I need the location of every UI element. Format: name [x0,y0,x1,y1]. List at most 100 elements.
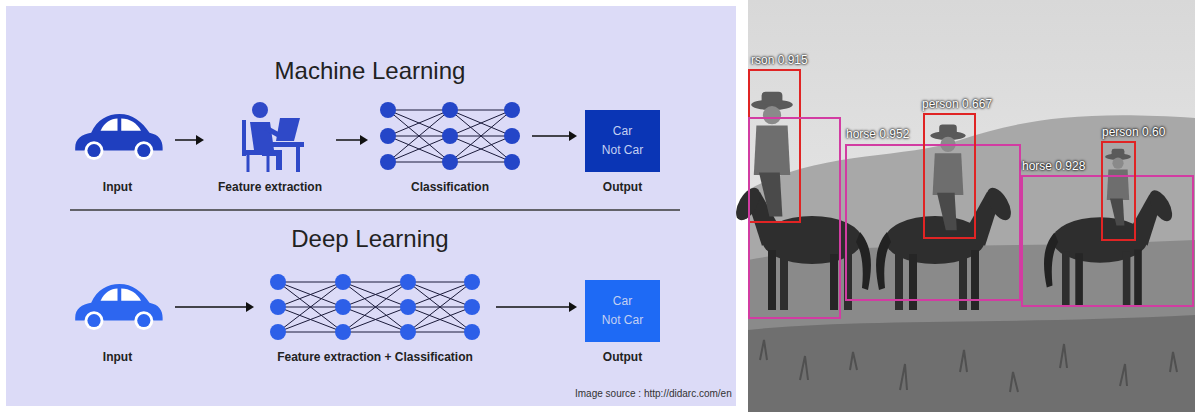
network-neuron [400,299,416,315]
illustration-part [296,147,300,172]
photo [731,0,1195,412]
network-link [388,110,450,136]
network-link [450,110,512,162]
network-link [343,332,408,333]
dl-input-car [75,284,162,330]
output-box: CarNot Car [585,280,660,342]
network-neuron [464,274,480,290]
network-link [343,307,408,332]
detection-label: horse 0.952 [846,127,909,141]
network-neuron [380,154,396,170]
network-link [388,136,450,162]
output-class: Not Car [602,141,643,160]
network-link [388,110,450,111]
network-link [343,307,408,332]
stage-node: Feature extraction + Classification [262,270,488,364]
illustration-part [748,0,1195,412]
flow-arrow [336,135,368,145]
network-neuron [335,324,351,340]
network-neuron [464,324,480,340]
network-link [408,282,472,283]
network-link [450,110,512,162]
network-link [278,307,343,332]
network-link [343,282,408,332]
stage-caption: Feature extraction [218,180,322,194]
network-link [343,282,408,283]
network-link [408,282,472,307]
network-link [450,110,512,111]
stage-caption: Feature extraction + Classification [277,350,473,364]
illustration-part [1102,142,1135,240]
network-neuron [442,128,458,144]
network-link [343,282,408,307]
illustration-part [75,284,162,330]
network-link [278,332,343,333]
stage-caption: Output [603,180,642,194]
ml-network-icon [380,102,520,170]
network-link [388,110,450,162]
network-neuron [442,102,458,118]
illustration-part [252,102,268,118]
network-link [388,136,450,162]
detection-label: person 0.60 [1102,125,1165,139]
network-link [450,110,512,136]
network-link [278,282,343,332]
output-node: CarNot CarOutput [585,103,660,194]
illustration-part [731,184,871,310]
output-node: CarNot CarOutput [585,272,660,364]
network-link [388,110,450,162]
network-neuron [400,274,416,290]
ml-input-car [75,114,162,160]
network-link [408,282,472,332]
stage-node: Input [68,104,167,194]
flow-arrow [532,131,577,141]
network-link [343,282,408,332]
network-link [450,136,512,162]
network-link [278,282,343,283]
network-link [408,282,472,332]
illustration-part [1105,149,1131,226]
network-neuron [504,154,520,170]
stage-caption: Classification [411,180,489,194]
person-at-desk-icon [244,102,304,172]
flow-arrow [175,135,204,145]
detection-label: horse 0.928 [1022,159,1085,173]
stage-caption: Input [103,180,132,194]
illustration-part [247,155,250,172]
illustration-part [749,70,800,222]
network-neuron [270,324,286,340]
network-link [408,282,472,307]
network-link [278,282,343,307]
network-neuron [504,102,520,118]
source-note: Image source : http://didarc.com/en [575,388,732,399]
network-neuron [335,274,351,290]
section-heading: Machine Learning [275,57,466,85]
section-heading: Deep Learning [291,225,448,253]
divider-line [70,209,680,211]
network-link [388,110,450,136]
network-neuron [270,274,286,290]
illustration-part [262,150,282,170]
flow-arrow [496,302,577,312]
network-link [450,136,512,162]
output-box: CarNot Car [585,110,660,172]
network-link [408,332,472,333]
illustration-part [930,125,965,231]
output-class: Car [613,292,632,311]
network-neuron [380,128,396,144]
illustration-part [268,142,304,147]
network-neuron [335,299,351,315]
network-link [278,307,343,332]
network-link [450,110,512,136]
output-class: Car [613,122,632,141]
illustration-part [924,114,975,238]
illustration-part [267,155,270,172]
flow-arrow [175,302,254,312]
network-neuron [504,128,520,144]
network-link [388,162,450,163]
illustration-part [751,92,793,217]
network-neuron [270,299,286,315]
stage-caption: Output [603,350,642,364]
